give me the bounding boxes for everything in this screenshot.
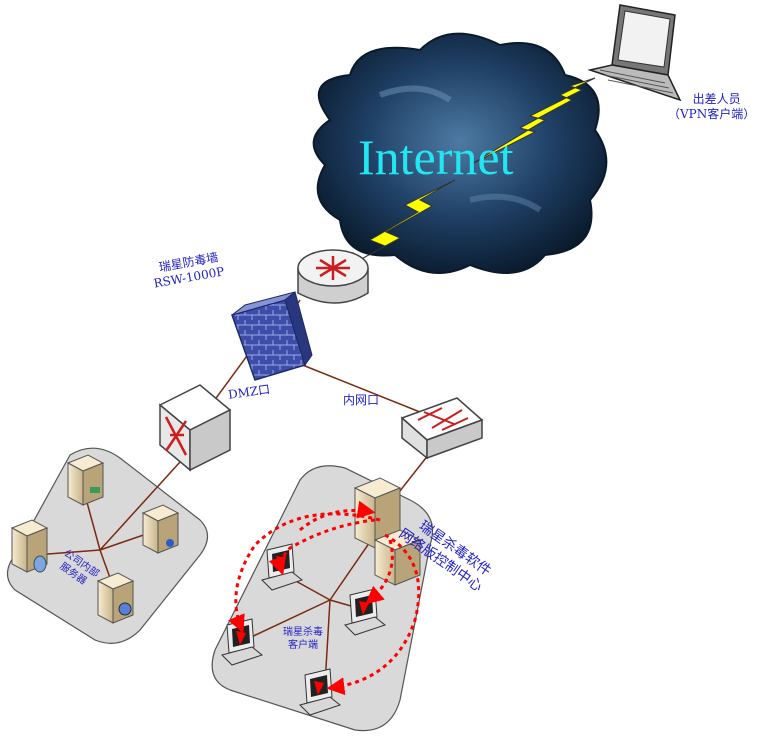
traveler-label: 出差人员 （VPN客户端） <box>668 92 755 122</box>
lan-port-label: 内网口 <box>343 393 380 407</box>
server-icon <box>96 572 135 624</box>
cloud-icon <box>312 32 608 274</box>
server-icon <box>141 504 180 554</box>
link-hub-server1 <box>84 494 101 551</box>
clients-label-line1: 瑞星杀毒 <box>283 627 323 638</box>
server-icon <box>373 529 422 586</box>
link-clienthub-pc3 <box>244 599 331 641</box>
lightning-laptop <box>469 77 596 166</box>
laptop-icon <box>587 4 682 102</box>
workstation-icon <box>299 668 342 716</box>
loop-outer <box>228 512 381 634</box>
firewall-icon <box>231 291 313 381</box>
switch-icon <box>158 384 232 472</box>
link-firewall-lan-switch <box>289 359 441 421</box>
clients-label: 瑞星杀毒 客户端 <box>283 627 323 652</box>
server-icon <box>10 519 49 573</box>
clients-label-line2: 客户端 <box>288 639 318 651</box>
switch-icon <box>400 397 484 460</box>
traveler-label-line1: 出差人员 <box>692 92 741 106</box>
loop-inner <box>268 518 376 576</box>
loop-right <box>326 533 421 696</box>
management-loops <box>228 500 421 696</box>
server-icon <box>66 454 105 506</box>
cloud-label: Internet <box>358 129 514 185</box>
loop-inner-right <box>365 539 394 605</box>
server-zone <box>6 447 209 644</box>
traveler-label-line2: （VPN客户端） <box>668 107 756 121</box>
router-icon <box>297 249 369 304</box>
